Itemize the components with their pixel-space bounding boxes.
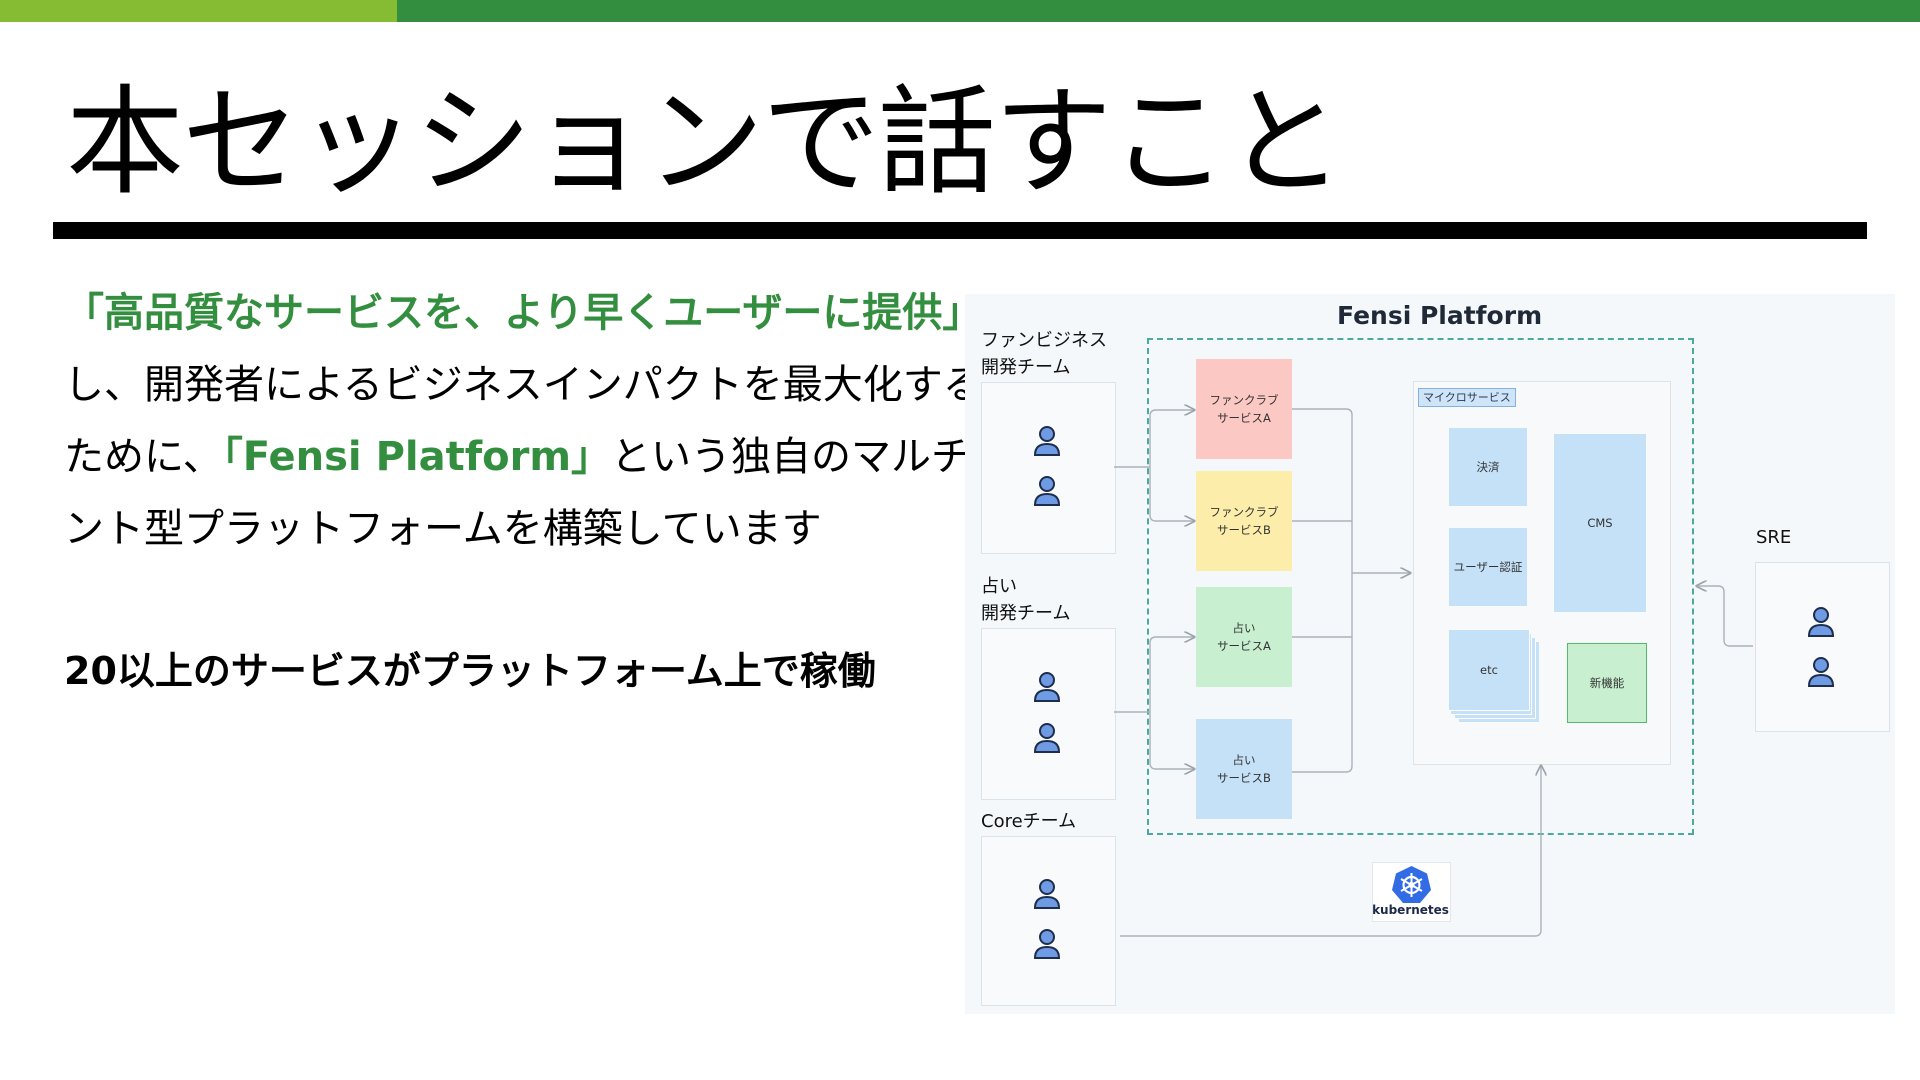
team-label-fanbusiness-line1: ファンビジネス (981, 330, 1107, 351)
person-icon (1807, 607, 1835, 637)
body-line-1: 「高品質なサービスを、より早くユーザーに提供」 (64, 277, 982, 349)
body-line-4: ント型プラットフォームを構築しています (64, 506, 822, 552)
team-label-fanbusiness: ファンビジネス 開発チーム (981, 327, 1107, 381)
team-label-core: Coreチーム (981, 811, 1077, 832)
kubernetes-label: kubernetes (1372, 903, 1449, 917)
microservice-new-feature: 新機能 (1567, 643, 1647, 723)
connector-fan-to-b (1149, 467, 1194, 521)
connector-sre-to-platform (1697, 586, 1753, 647)
slide-title: 本セッションで話すこと (66, 73, 1344, 211)
service-fortune-b: 占い サービスB (1196, 719, 1292, 819)
person-icon (1033, 879, 1061, 909)
body-line-2: し、開発者によるビジネスインパクトを最大化する (64, 362, 983, 408)
service-fortune-a: 占い サービスA (1196, 587, 1292, 687)
top-accent-bar-light (0, 0, 397, 22)
services-count-highlight: 20以上のサービスがプラットフォーム上で稼働 (64, 649, 876, 693)
person-icon (1033, 929, 1061, 959)
team-box-fortune (981, 628, 1116, 800)
connector-services-bracket (1292, 408, 1353, 773)
connector-services-mid (1292, 520, 1352, 638)
microservice-payment: 決済 (1449, 428, 1527, 506)
connector-fan-to-a (1149, 410, 1194, 467)
team-box-core (981, 836, 1116, 1006)
fensi-platform-boundary (1147, 338, 1694, 835)
microservice-auth: ユーザー認証 (1449, 528, 1527, 606)
team-label-sre: SRE (1756, 527, 1792, 548)
person-icon (1033, 476, 1061, 506)
microservices-label: マイクロサービス (1418, 388, 1516, 407)
microservice-etc: etc (1449, 630, 1530, 711)
person-icon (1033, 672, 1061, 702)
top-accent-bar-dark (397, 0, 1920, 22)
kubernetes-icon (1392, 866, 1431, 903)
person-icon (1033, 426, 1061, 456)
person-icon (1033, 723, 1061, 753)
connector-fortune-to-a (1149, 637, 1194, 712)
platform-name-highlight: 「Fensi Platform」 (222, 434, 611, 480)
diagram-title: Fensi Platform (1337, 301, 1543, 330)
connector-fortune-to-b (1149, 712, 1194, 769)
quote-highlight: 「高品質なサービスを、より早くユーザーに提供」 (64, 290, 983, 336)
microservice-cms: CMS (1554, 434, 1646, 612)
team-box-sre (1755, 562, 1890, 732)
service-fanclub-a: ファンクラブ サービスA (1196, 359, 1292, 459)
title-divider (53, 222, 1867, 239)
team-label-fanbusiness-line2: 開発チーム (981, 357, 1071, 378)
team-label-fortune: 占い 開発チーム (981, 573, 1070, 627)
team-label-fortune-line2: 開発チーム (981, 603, 1071, 624)
kubernetes-tile (1372, 862, 1451, 922)
body-line-3-pre: ために、 (64, 434, 223, 480)
team-box-fanbusiness (981, 382, 1116, 554)
team-label-fortune-line1: 占い (981, 576, 1017, 597)
person-icon (1807, 657, 1835, 687)
connector-core-to-microservices (1120, 766, 1541, 937)
service-fanclub-b: ファンクラブ サービスB (1196, 471, 1292, 571)
